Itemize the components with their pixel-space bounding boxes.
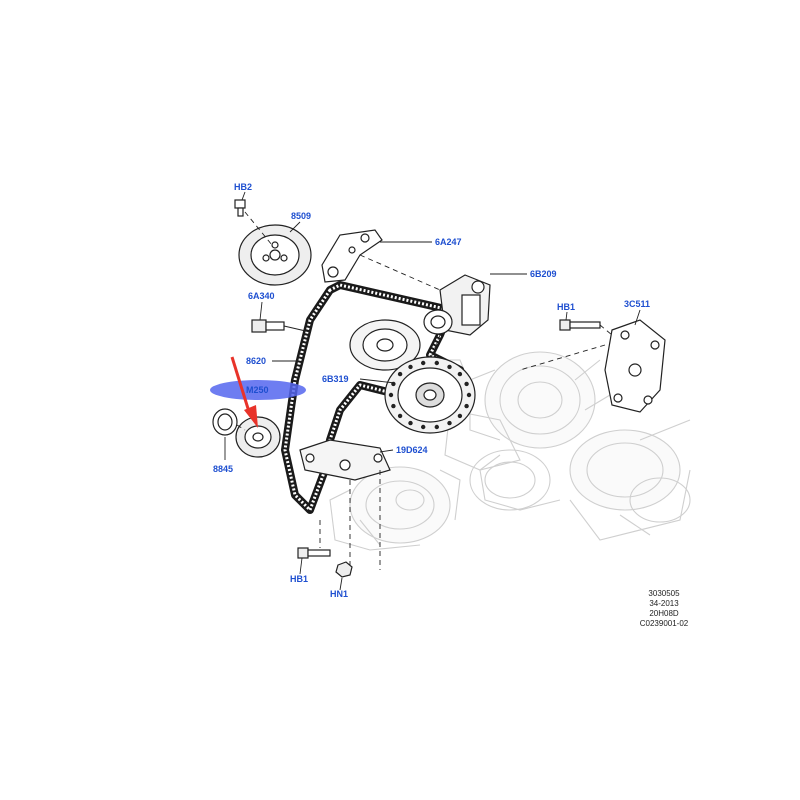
- pulley-hole: [397, 413, 403, 419]
- pulley-hole: [447, 364, 452, 370]
- callout-m250: M250: [246, 385, 269, 395]
- ac-compressor-outline: [329, 466, 461, 551]
- callout-6b319: 6B319: [322, 374, 349, 384]
- tensioner-pulley-m250: [235, 416, 281, 458]
- callout-8509: 8509: [291, 211, 311, 221]
- callout-leader-lines: [224, 191, 641, 591]
- reference-line-1: 3030505: [648, 589, 680, 598]
- bolt-hb2: [234, 199, 246, 217]
- pulley-hole: [457, 371, 463, 377]
- callout-hn1: HN1: [330, 589, 348, 599]
- pulley-hole: [391, 403, 396, 409]
- pulley-hole: [421, 424, 426, 430]
- callout-8845: 8845: [213, 464, 233, 474]
- m250-highlight-ellipse: [210, 380, 306, 400]
- pulley-hole: [408, 420, 413, 426]
- callout-8620: 8620: [246, 356, 266, 366]
- pulley-hole: [464, 381, 469, 387]
- pulley-hole: [408, 364, 413, 370]
- figure-reference-codes: 3030505 34-2013 20H08D C0239001-02: [640, 589, 689, 628]
- pulley-hole: [421, 360, 426, 366]
- reference-line-4: C0239001-02: [640, 619, 689, 628]
- pulley-hole: [464, 403, 469, 409]
- tensioner-6b209: [423, 274, 491, 336]
- idler-pulley-upper: [349, 319, 421, 371]
- red-arrow: [230, 356, 258, 428]
- callout-hb1-bottom: HB1: [290, 574, 308, 584]
- bolt-6a340: [251, 319, 311, 333]
- pulley-hole: [397, 371, 403, 377]
- callout-3c511: 3C511: [624, 299, 650, 309]
- bracket-3c511: [604, 319, 666, 413]
- pulley-8509: [238, 224, 312, 286]
- callout-hb2: HB2: [234, 182, 252, 192]
- pulley-hole: [388, 392, 394, 398]
- background-engine-components: [329, 351, 691, 551]
- callout-6a247: 6A247: [435, 237, 462, 247]
- reference-line-2: 34-2013: [649, 599, 679, 608]
- compressor-outline: [569, 419, 691, 541]
- callout-6b209: 6B209: [530, 269, 557, 279]
- pulley-hole: [434, 360, 439, 366]
- callout-labels: HB2 8509 6A247 6B209 6A340 HB1 3C511 862…: [213, 182, 650, 599]
- bracket-6a247: [321, 229, 383, 283]
- callout-19d624: 19D624: [396, 445, 428, 455]
- pulley-hole: [447, 420, 452, 426]
- bracket-19d624: [299, 439, 391, 481]
- bolt-hb1-bottom: [297, 547, 331, 559]
- pulley-hole: [466, 392, 472, 398]
- crankshaft-pulley-holes: [388, 360, 472, 430]
- alternator-outline: [469, 351, 611, 511]
- callout-6a340: 6A340: [248, 291, 275, 301]
- pulley-hole: [434, 424, 439, 430]
- pulley-hole: [457, 413, 463, 419]
- reference-line-3: 20H08D: [649, 609, 679, 618]
- bolt-hb1-top: [559, 319, 601, 331]
- nut-hn1: [335, 561, 353, 578]
- assembly-dashed-lines: [236, 211, 613, 570]
- callout-hb1-top: HB1: [557, 302, 575, 312]
- crankshaft-pulley-6b319: [384, 356, 476, 434]
- cover-8845: [212, 408, 238, 436]
